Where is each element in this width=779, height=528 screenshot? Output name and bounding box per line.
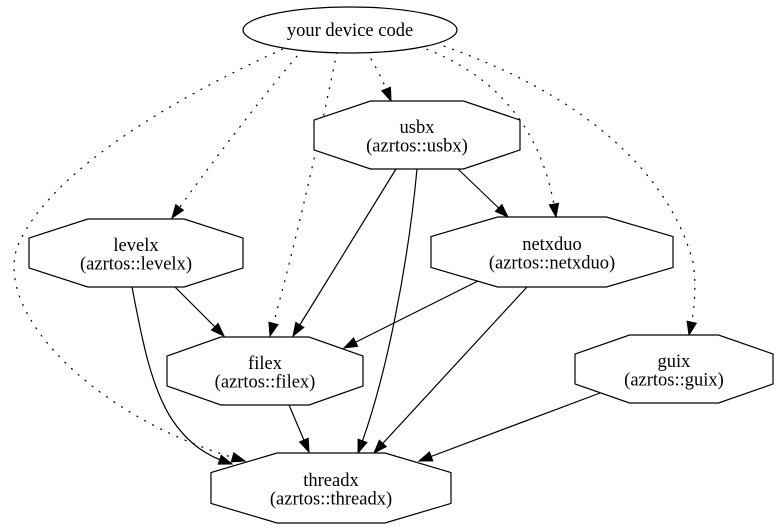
node-guix-label-line1: guix — [658, 352, 692, 372]
node-threadx — [210, 452, 452, 524]
arrowhead-guix-to-threadx — [417, 451, 434, 462]
arrowhead-filex-to-threadx — [298, 437, 310, 454]
node-usbx-label-line2: (azrtos::usbx) — [366, 137, 468, 157]
node-guix — [574, 334, 774, 404]
node-device — [242, 6, 458, 54]
edge-device-to-threadx — [13, 48, 284, 462]
node-levelx-label-line2: (azrtos::levelx) — [80, 255, 192, 275]
edge-usbx-to-threadx — [357, 168, 418, 454]
arrowhead-usbx-to-filex — [292, 321, 305, 338]
node-device-label-line1: your device code — [287, 21, 413, 41]
arrowhead-netxduo-to-filex — [342, 337, 359, 349]
node-usbx-label-line1: usbx — [400, 118, 436, 138]
arrowhead-netxduo-to-threadx — [373, 439, 388, 455]
edge-netxduo-to-threadx — [373, 286, 528, 454]
node-filex-label-line1: filex — [248, 354, 283, 374]
node-threadx-label-line2: (azrtos::threadx) — [270, 490, 392, 510]
arrowhead-levelx-to-filex — [210, 322, 226, 338]
arrowhead-device-to-filex — [268, 321, 279, 338]
edge-device-to-filex — [269, 51, 338, 337]
edge-device-to-netxduo — [417, 45, 557, 218]
node-levelx — [28, 218, 244, 288]
edge-guix-to-threadx — [418, 392, 601, 462]
arrowhead-levelx-to-threadx — [217, 454, 234, 465]
node-threadx-label-line1: threadx — [303, 471, 359, 491]
node-guix-label-line2: (azrtos::guix) — [624, 371, 724, 391]
edge-netxduo-to-filex — [343, 280, 479, 349]
edge-levelx-to-threadx — [131, 286, 233, 465]
arrowhead-device-to-usbx — [380, 86, 392, 103]
node-filex — [166, 336, 364, 406]
arrowhead-device-to-threadx — [230, 452, 247, 463]
node-filex-label-line2: (azrtos::filex) — [215, 373, 316, 393]
node-netxduo-label-line2: (azrtos::netxduo) — [489, 254, 615, 274]
node-usbx — [313, 100, 521, 170]
arrowhead-device-to-levelx — [171, 203, 185, 220]
node-netxduo — [430, 216, 674, 288]
arrowhead-device-to-guix — [686, 320, 698, 337]
arrowhead-device-to-netxduo — [548, 202, 560, 219]
arrowhead-usbx-to-netxduo — [494, 203, 510, 219]
node-levelx-label-line1: levelx — [113, 236, 159, 256]
edge-usbx-to-filex — [292, 168, 397, 337]
node-netxduo-label-line1: netxduo — [522, 235, 582, 255]
arrowhead-usbx-to-threadx — [357, 438, 368, 455]
